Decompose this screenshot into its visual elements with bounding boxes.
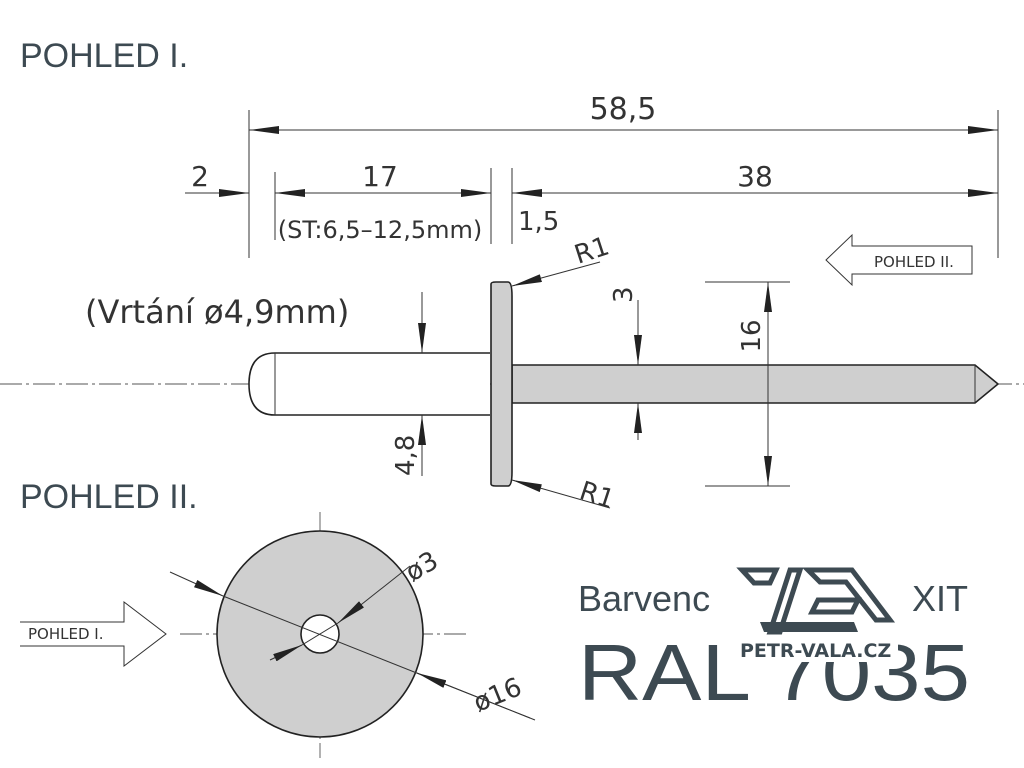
dim-body-diameter: 4,8 bbox=[391, 435, 421, 476]
dim-total-length: 58,5 bbox=[590, 92, 657, 127]
logo: PETR-VALA.CZ bbox=[736, 567, 898, 662]
dim-radius-top: R1 bbox=[571, 231, 613, 270]
dim-radius-bottom: R1 bbox=[576, 476, 618, 515]
leader-hole-a bbox=[269, 644, 303, 662]
color-label-tail: XIT bbox=[912, 578, 968, 619]
view-arrow-1-label: POHLED I. bbox=[28, 625, 103, 643]
dim-grip-length: 17 bbox=[362, 160, 398, 193]
view-arrow-2-label: POHLED II. bbox=[874, 253, 954, 271]
color-label: Barvenc bbox=[578, 578, 710, 619]
view-arrow-1 bbox=[20, 600, 167, 668]
rivet-head bbox=[490, 281, 513, 487]
mandrel bbox=[511, 364, 1000, 404]
leader-radius-top bbox=[511, 261, 601, 287]
logo-text: PETR-VALA.CZ bbox=[740, 640, 891, 662]
logo-baseline bbox=[760, 622, 858, 632]
drilling-note: (Vrtání ø4,9mm) bbox=[85, 293, 349, 331]
dim-mandrel-length: 38 bbox=[737, 160, 773, 193]
leader-head-diameter-b bbox=[416, 672, 531, 719]
logo-mark-right bbox=[801, 567, 896, 623]
view-arrow-2 bbox=[825, 233, 973, 287]
leader-radius-bottom bbox=[511, 479, 611, 509]
dim-mandrel-diameter: 3 bbox=[609, 286, 639, 303]
heading-view-1: POHLED I. bbox=[20, 37, 188, 75]
leader-hole-line bbox=[301, 622, 339, 646]
rivet-body bbox=[248, 352, 490, 416]
dim-head-diameter-view2: ø16 bbox=[469, 672, 526, 718]
leader-head-diameter-a bbox=[169, 571, 224, 597]
dim-head-offset: 2 bbox=[191, 160, 209, 193]
dim-head-thickness: 1,5 bbox=[518, 207, 559, 237]
logo-text-bg bbox=[736, 638, 898, 662]
dim-head-diameter: 16 bbox=[737, 319, 767, 352]
leader-hole-b bbox=[337, 565, 411, 624]
dim-grip-range: (ST:6,5–12,5mm) bbox=[278, 216, 482, 244]
heading-view-2: POHLED II. bbox=[20, 478, 198, 516]
